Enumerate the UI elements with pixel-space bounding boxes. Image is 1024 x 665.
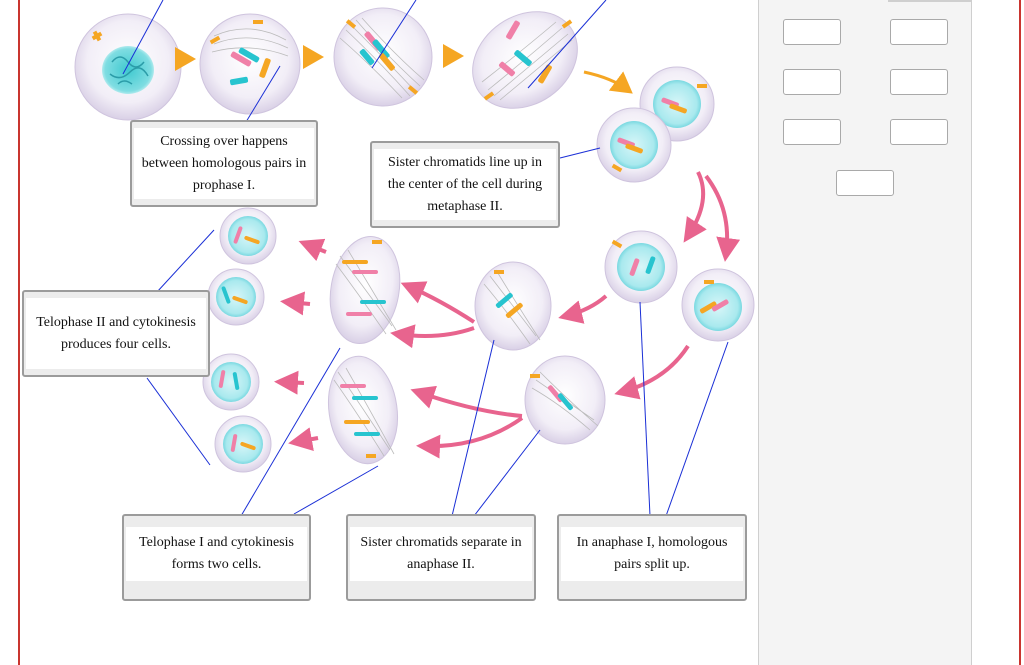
label-metaphase-ii-text: Sister chromatids line up in the center … xyxy=(374,149,556,220)
label-crossing-over-text: Crossing over happens between homologous… xyxy=(134,128,314,199)
label-anaphase-ii-text: Sister chromatids separate in anaphase I… xyxy=(350,527,532,581)
answer-slot-3[interactable] xyxy=(783,69,841,95)
right-frame-rule xyxy=(1019,0,1021,665)
cell-prophase-ii-a xyxy=(604,230,678,304)
answer-slot-4[interactable] xyxy=(890,69,948,95)
cell-daughter-4 xyxy=(214,415,272,473)
centrosome-icon xyxy=(91,30,103,42)
label-telophase-i[interactable]: Telophase I and cytokinesis forms two ce… xyxy=(122,514,311,601)
cell-metaphase-ii-b xyxy=(524,355,606,445)
answer-slot-6[interactable] xyxy=(890,119,948,145)
answer-slot-2[interactable] xyxy=(890,19,948,45)
process-arrows-orange xyxy=(175,44,633,94)
label-telophase-ii[interactable]: Telophase II and cytokinesis produces fo… xyxy=(22,290,210,377)
cell-anaphase-i xyxy=(472,11,578,109)
left-frame-rule xyxy=(18,0,20,665)
meiosis-diagram xyxy=(74,0,755,517)
label-anaphase-i[interactable]: In anaphase I, homologous pairs split up… xyxy=(557,514,747,601)
cell-daughter-1 xyxy=(219,207,277,265)
cell-anaphase-ii-b xyxy=(328,355,398,465)
leader-lines xyxy=(122,0,729,517)
cell-interphase xyxy=(74,13,182,121)
cell-daughter-2 xyxy=(207,268,265,326)
cell-daughter-3 xyxy=(202,353,260,411)
panel-top-divider xyxy=(888,0,972,2)
cell-metaphase-ii-a xyxy=(474,261,552,351)
cell-metaphase-i xyxy=(333,7,433,107)
cell-telophase-i xyxy=(596,66,715,183)
cell-anaphase-ii-a xyxy=(329,235,401,345)
answer-slot-7[interactable] xyxy=(836,170,894,196)
answer-slot-1[interactable] xyxy=(783,19,841,45)
answer-panel xyxy=(758,0,972,665)
label-telophase-i-text: Telophase I and cytokinesis forms two ce… xyxy=(126,527,307,581)
answer-slot-5[interactable] xyxy=(783,119,841,145)
label-crossing-over[interactable]: Crossing over happens between homologous… xyxy=(130,120,318,207)
process-arrows-pink xyxy=(274,171,741,459)
cell-prophase-i xyxy=(199,13,301,115)
cell-prophase-ii-b xyxy=(681,268,755,342)
label-anaphase-i-text: In anaphase I, homologous pairs split up… xyxy=(561,527,743,581)
label-metaphase-ii[interactable]: Sister chromatids line up in the center … xyxy=(370,141,560,228)
label-telophase-ii-text: Telophase II and cytokinesis produces fo… xyxy=(26,298,206,369)
label-anaphase-ii[interactable]: Sister chromatids separate in anaphase I… xyxy=(346,514,536,601)
